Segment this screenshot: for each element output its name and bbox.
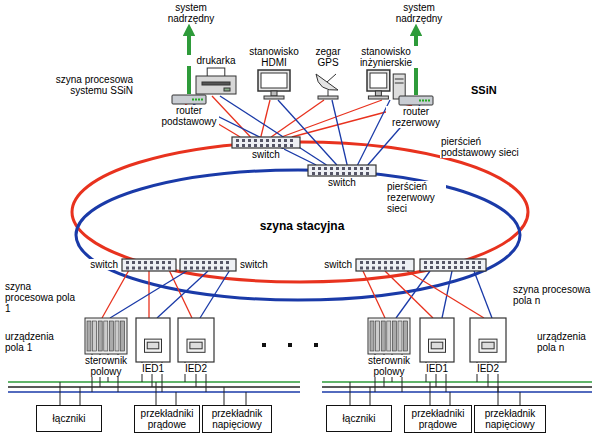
device-icon xyxy=(312,70,344,100)
network-switch: switch xyxy=(180,259,236,271)
device-label: switch xyxy=(324,177,360,188)
field-equipment-box: łączniki xyxy=(326,405,392,432)
device-icon xyxy=(308,165,376,176)
network-link xyxy=(261,100,270,137)
box-label: łączniki xyxy=(343,413,376,424)
device-label: zegar GPS xyxy=(307,46,349,68)
box-label: przekładnik napięciowy xyxy=(478,408,542,430)
device-icon xyxy=(232,137,300,148)
network-link xyxy=(363,271,385,318)
network-switch: switch xyxy=(308,165,376,176)
device-label: drukarka xyxy=(186,55,246,66)
device-icon xyxy=(180,259,236,271)
device-label: IED2 xyxy=(181,363,211,374)
device-icon xyxy=(399,96,433,105)
station-rings xyxy=(72,142,528,300)
backup-ring xyxy=(76,170,520,300)
bus-label: szyna procesowa systemu SSiN xyxy=(28,74,134,96)
device-label: switch xyxy=(317,259,353,270)
network-switch: switch xyxy=(232,137,300,148)
field-equipment-box: przekładniki prądowe xyxy=(404,405,472,433)
device-icon xyxy=(356,259,414,271)
ied-device: IED1 xyxy=(136,318,170,362)
network-link xyxy=(220,96,326,165)
device-label: IED2 xyxy=(473,363,503,374)
router-device: router rezerwowy xyxy=(399,96,433,105)
device-label: switch xyxy=(239,259,275,270)
box-label: przekładnik napięciowy xyxy=(206,408,268,430)
device-icon xyxy=(172,95,206,104)
group-label: urządzenia pola 1 xyxy=(4,331,70,353)
hmi-workstation: stanowisko HDMI xyxy=(257,70,291,100)
ring-label: pierścień podstawowy sieci xyxy=(440,136,522,158)
ied-device: IED2 xyxy=(178,318,214,362)
bus-label: szyna procesowa pola n xyxy=(512,284,598,306)
device-label: sterownik polowy xyxy=(360,355,418,377)
device-label: router podstawowy xyxy=(159,105,219,127)
device-icon xyxy=(257,70,291,100)
device-label: router rezerwowy xyxy=(386,106,446,128)
device-label: stanowisko HDMI xyxy=(245,46,303,68)
box-label: przekładniki prądowe xyxy=(138,408,196,430)
ied-device: IED1 xyxy=(420,318,454,362)
printer-device: drukarka xyxy=(196,68,236,96)
device-icon xyxy=(368,318,410,354)
device-label: switch xyxy=(83,259,119,270)
network-link xyxy=(282,100,382,137)
ied-device: IED2 xyxy=(470,318,506,362)
network-link xyxy=(385,271,433,318)
field-equipment-box: łączniki xyxy=(36,405,102,432)
bus-label: szyna stacyjna xyxy=(246,220,358,233)
uplink-label: system nadrzędny xyxy=(160,2,222,24)
device-label: IED1 xyxy=(422,363,452,374)
bay-controller: sterownik polowy xyxy=(368,318,410,354)
system-label: SSiN xyxy=(470,84,512,96)
device-label: IED1 xyxy=(138,363,168,374)
box-label: przekładniki prądowe xyxy=(408,408,468,430)
ring-label: pierścień rezerwowy sieci xyxy=(386,181,446,214)
box-label: łączniki xyxy=(53,413,86,424)
field-equipment-box: przekładnik napięciowy xyxy=(202,405,272,433)
uplink-label: system nadrzędny xyxy=(388,2,450,24)
device-label: switch xyxy=(248,149,284,160)
network-link xyxy=(157,271,208,318)
device-icon xyxy=(470,318,506,362)
network-switch: switch xyxy=(356,259,414,271)
device-icon xyxy=(136,318,170,362)
gps-clock: zegar GPS xyxy=(312,70,344,100)
field-equipment-box: przekładnik napięciowy xyxy=(474,405,546,433)
bay-controller: sterownik polowy xyxy=(85,318,127,354)
network-link xyxy=(278,100,337,165)
network-link xyxy=(102,271,128,318)
device-icon xyxy=(196,68,236,96)
router-device: router podstawowy xyxy=(172,95,206,104)
device-label: sterownik polowy xyxy=(77,355,135,377)
device-icon xyxy=(85,318,127,354)
device-icon xyxy=(178,318,214,362)
network-link xyxy=(200,271,229,318)
device-icon xyxy=(420,318,454,362)
primary-ring xyxy=(72,142,528,282)
network-switch: switch xyxy=(122,259,176,271)
network-link xyxy=(332,100,347,165)
network-link xyxy=(110,271,187,318)
ellipsis-dots xyxy=(262,343,318,347)
device-icon xyxy=(122,259,176,271)
field-buses xyxy=(8,382,592,392)
bus-label: szyna procesowa pola 1 xyxy=(4,281,78,314)
device-label: stanowisko inżynierskie xyxy=(354,46,418,68)
group-label: urządzenia pola n xyxy=(536,331,598,353)
field-equipment-box: przekładniki prądowe xyxy=(134,405,200,433)
network-link xyxy=(407,271,484,318)
network-link xyxy=(170,271,192,318)
